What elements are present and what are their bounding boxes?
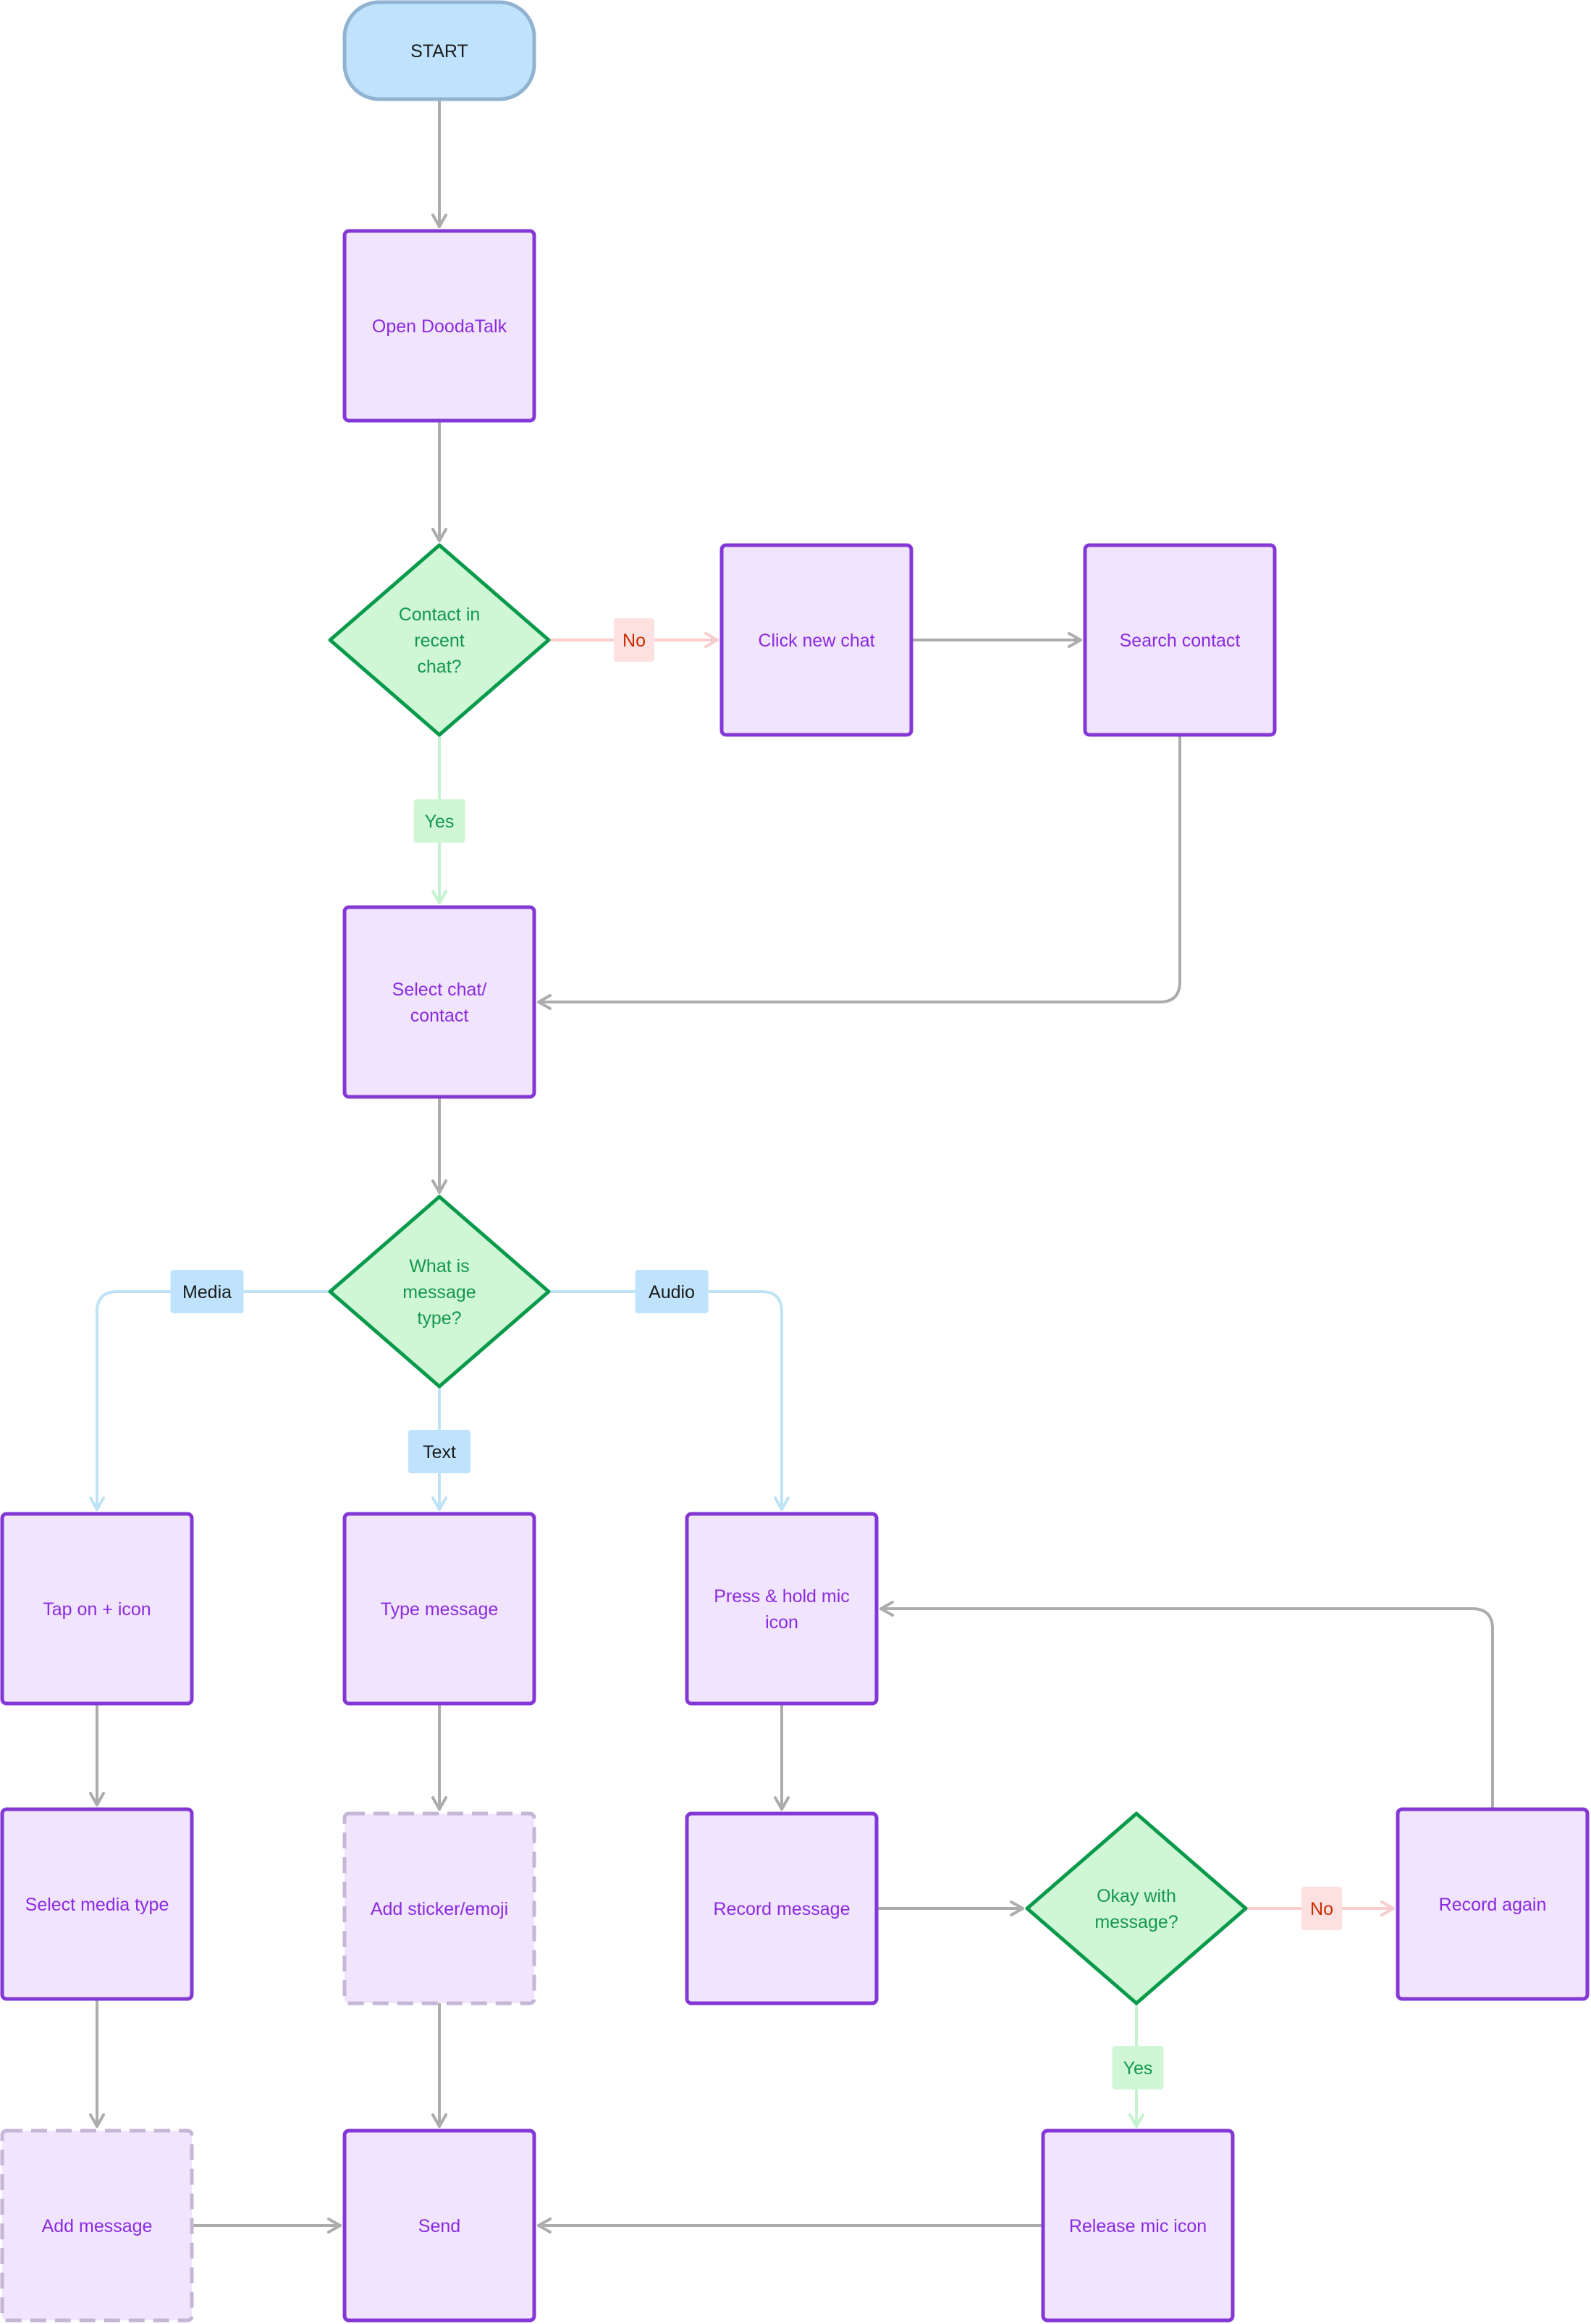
node-label-line: Open DoodaTalk bbox=[372, 316, 507, 337]
edge-label-msg_type_q-to-press_mic: Audio bbox=[635, 1270, 709, 1313]
node-label-line: Click new chat bbox=[758, 631, 874, 651]
node-label-line: Select media type bbox=[25, 1895, 169, 1915]
node-tap-plus[interactable]: Tap on + icon bbox=[0, 1512, 194, 1706]
edge-label-background bbox=[170, 1270, 244, 1313]
node-add-message[interactable]: Add message bbox=[0, 2129, 194, 2323]
node-label-line: What is bbox=[409, 1256, 469, 1276]
process-shape bbox=[685, 1811, 879, 2005]
edge-msg_type_q-to-tap_plus bbox=[89, 1290, 332, 1511]
process-shape bbox=[0, 1512, 194, 1706]
node-release-mic[interactable]: Release mic icon bbox=[1041, 2129, 1235, 2323]
node-contact-q[interactable]: Contact in recent chat? bbox=[328, 543, 551, 737]
node-okay-q[interactable]: Okay with message? bbox=[1025, 1811, 1248, 2005]
edge-label-contact_q-to-new_chat: No bbox=[614, 618, 654, 662]
node-label-line: Search contact bbox=[1120, 631, 1241, 651]
process-shape bbox=[342, 229, 536, 423]
optional-process-shape bbox=[0, 2129, 194, 2323]
process-shape bbox=[1041, 2129, 1235, 2323]
node-label-line: message bbox=[402, 1282, 476, 1302]
process-shape bbox=[1083, 543, 1277, 737]
node-label-line: contact bbox=[410, 1006, 469, 1026]
optional-process-shape bbox=[342, 1811, 536, 2005]
edge-record_again-to-press_mic bbox=[879, 1601, 1494, 1811]
edge-label-text: Audio bbox=[649, 1282, 695, 1302]
edge-label-background bbox=[1112, 2046, 1164, 2089]
terminal-shape bbox=[342, 0, 536, 101]
node-label-line: icon bbox=[765, 1612, 798, 1633]
process-shape bbox=[0, 1807, 194, 2001]
edge-label-text: Media bbox=[182, 1282, 232, 1302]
node-start[interactable]: START bbox=[342, 0, 536, 101]
node-label-line: message? bbox=[1094, 1912, 1178, 1932]
node-label-line: Add sticker/emoji bbox=[371, 1899, 508, 1919]
edge-label-background bbox=[408, 1430, 470, 1473]
edge-label-background bbox=[614, 618, 654, 662]
process-shape bbox=[685, 1512, 879, 1706]
edge-label-okay_q-to-release_mic: Yes bbox=[1112, 2046, 1164, 2089]
edge-label-text: Yes bbox=[1123, 2058, 1153, 2079]
process-shape bbox=[342, 1512, 536, 1706]
node-send[interactable]: Send bbox=[342, 2129, 536, 2323]
node-label-line: Contact in bbox=[399, 605, 481, 625]
node-record-msg[interactable]: Record message bbox=[685, 1811, 879, 2005]
decision-diamond-shape bbox=[328, 543, 551, 737]
edge-label-msg_type_q-to-type_msg: Text bbox=[408, 1430, 470, 1473]
node-open[interactable]: Open DoodaTalk bbox=[342, 229, 536, 423]
node-label-line: START bbox=[410, 41, 468, 62]
edge-label-msg_type_q-to-tap_plus: Media bbox=[170, 1270, 244, 1313]
node-label-line: Release mic icon bbox=[1069, 2216, 1207, 2236]
edge-label-background bbox=[635, 1270, 709, 1313]
node-msg-type-q[interactable]: What is message type? bbox=[328, 1195, 551, 1389]
node-select-media[interactable]: Select media type bbox=[0, 1807, 194, 2001]
node-search[interactable]: Search contact bbox=[1083, 543, 1277, 737]
edge-label-background bbox=[1301, 1887, 1342, 1930]
node-label-line: Tap on + icon bbox=[43, 1599, 151, 1620]
process-shape bbox=[342, 2129, 536, 2323]
edge-label-background bbox=[413, 799, 465, 843]
node-label-line: chat? bbox=[417, 657, 461, 677]
node-label-line: recent bbox=[414, 631, 465, 651]
edge-label-text: Text bbox=[423, 1442, 456, 1462]
decision-diamond-shape bbox=[328, 1195, 551, 1389]
node-record-again[interactable]: Record again bbox=[1396, 1807, 1590, 2001]
edge-label-text: No bbox=[1310, 1899, 1333, 1919]
edge-label-contact_q-to-select_chat: Yes bbox=[413, 799, 465, 843]
node-label-line: Record again bbox=[1439, 1895, 1547, 1915]
decision-diamond-shape bbox=[1025, 1811, 1248, 2005]
node-label-line: Press & hold mic bbox=[714, 1586, 850, 1607]
process-shape bbox=[342, 905, 536, 1099]
edge-msg_type_q-to-press_mic bbox=[547, 1290, 790, 1511]
process-shape bbox=[719, 543, 913, 737]
node-label-line: Add message bbox=[42, 2216, 153, 2236]
node-label-line: type? bbox=[417, 1308, 461, 1329]
node-label-line: Type message bbox=[381, 1599, 499, 1620]
node-new-chat[interactable]: Click new chat bbox=[719, 543, 913, 737]
node-select-chat[interactable]: Select chat/contact bbox=[342, 905, 536, 1099]
process-shape bbox=[1396, 1807, 1590, 2001]
node-type-msg[interactable]: Type message bbox=[342, 1512, 536, 1706]
node-label-line: Send bbox=[418, 2216, 460, 2236]
node-label-line: Select chat/ bbox=[392, 980, 487, 1000]
edge-label-text: Yes bbox=[425, 812, 455, 832]
edge-search-to-select_chat bbox=[537, 733, 1181, 1010]
node-label-line: Record message bbox=[714, 1899, 851, 1919]
edge-label-okay_q-to-record_again: No bbox=[1301, 1887, 1342, 1930]
node-label-line: Okay with bbox=[1097, 1886, 1176, 1906]
node-add-sticker[interactable]: Add sticker/emoji bbox=[342, 1811, 536, 2005]
edge-label-text: No bbox=[623, 631, 646, 651]
node-press-mic[interactable]: Press & hold mic icon bbox=[685, 1512, 879, 1706]
